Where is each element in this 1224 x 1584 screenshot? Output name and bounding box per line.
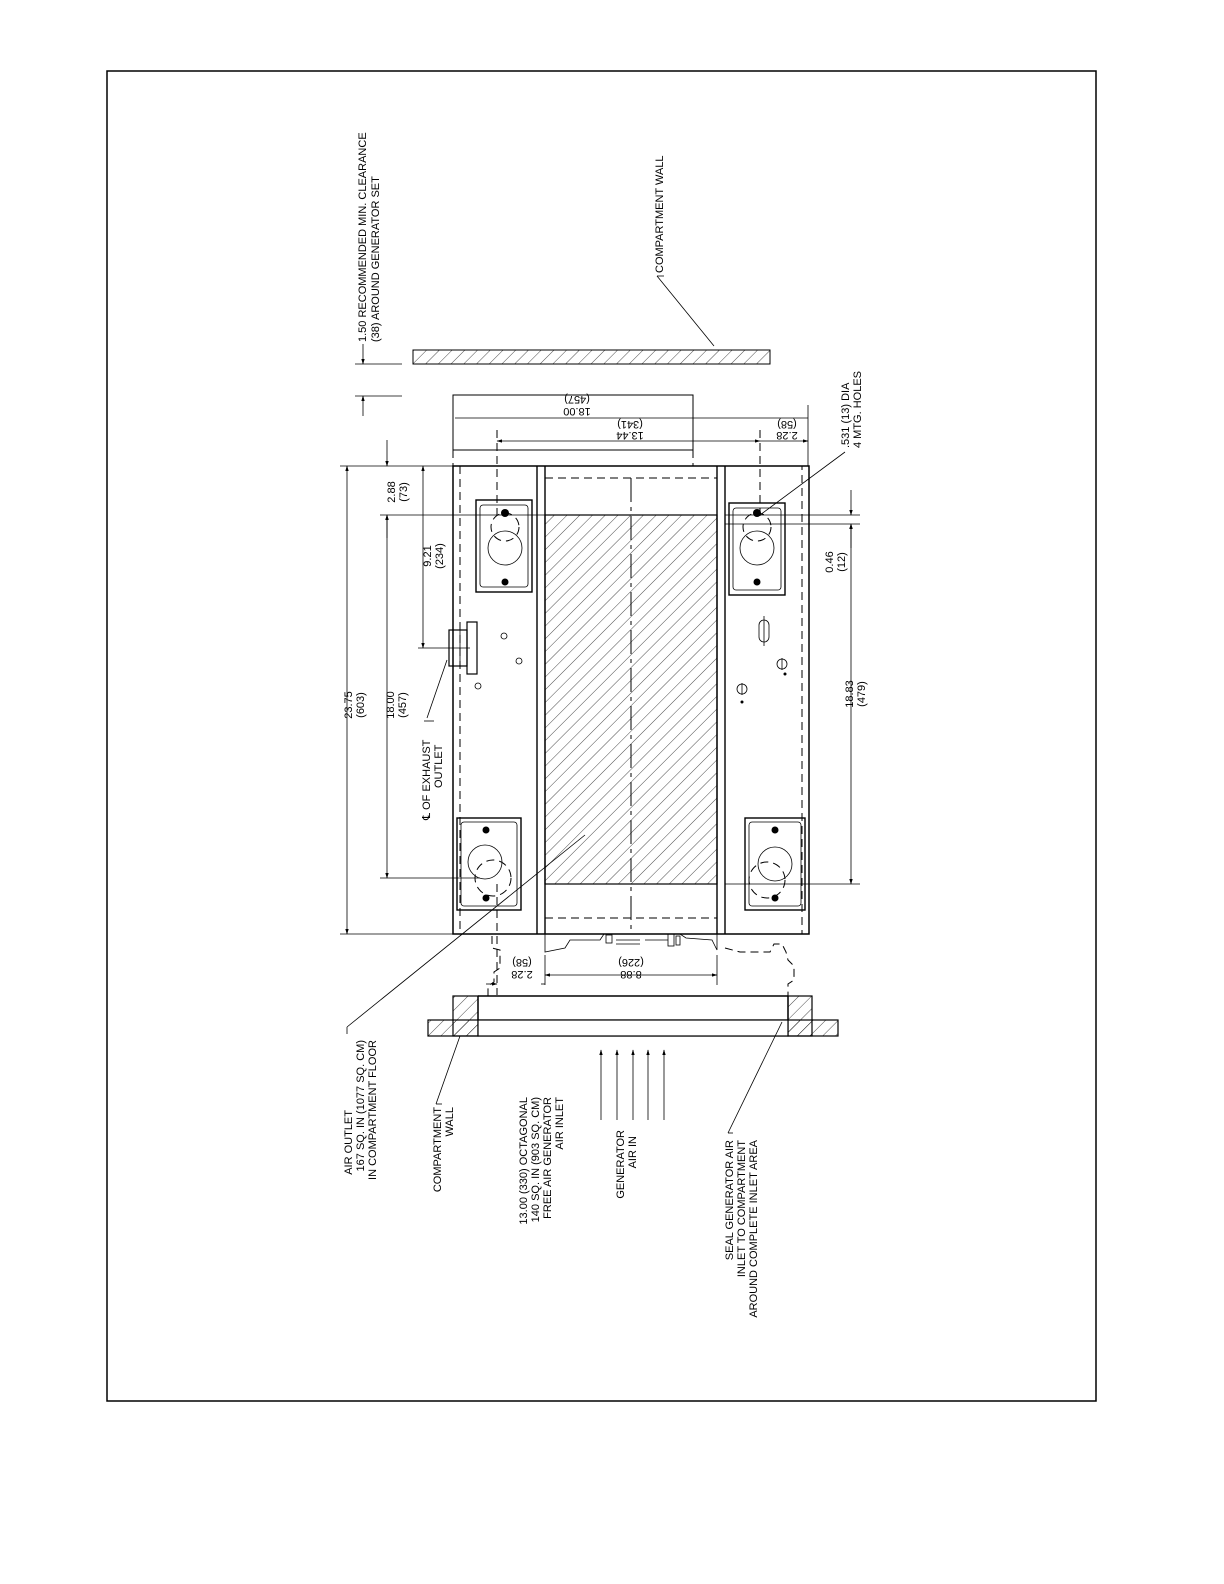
clearance-dimension	[355, 344, 402, 416]
dim-046-in: 0.46	[824, 551, 836, 572]
dim-1883-mm: (479)	[856, 681, 868, 707]
bottom-dimensions	[486, 884, 718, 995]
clearance-line2: (38) AROUND GENERATOR SET	[370, 176, 382, 342]
bottom-profile	[487, 933, 795, 996]
dim-2375-in: 23.75	[343, 691, 355, 719]
air-outlet-line3: IN COMPARTMENT FLOOR	[367, 1040, 379, 1180]
leaders	[346, 451, 846, 1134]
octagonal-line1: 13.00 (330) OCTAGONAL	[518, 1097, 530, 1225]
generator-air-in-line2: AIR IN	[627, 1136, 639, 1168]
mounting-holes-line1: .531 (13) DIA	[840, 382, 852, 448]
octagonal-line2: 140 SQ. IN (903 SQ. CM)	[530, 1097, 542, 1222]
compartment-wall-bottom	[427, 995, 839, 1037]
top-dim-13: (341) 13.44	[616, 418, 644, 441]
seal-line3: AROUND COMPLETE INLET AREA	[748, 1139, 760, 1317]
mounting-holes-line2: 4 MTG. HOLES	[852, 371, 864, 448]
dim-18-mm: (457)	[564, 393, 590, 405]
left-dim-1800: 18.00 (457)	[385, 691, 409, 719]
seal-line2: INLET TO COMPARTMENT	[736, 1140, 748, 1277]
dim-13-mm: (341)	[617, 418, 643, 430]
top-dim-228: (58) 2.28	[776, 418, 797, 441]
dim-18-in: 18.00	[563, 405, 591, 417]
dim-b228-mm: (58)	[512, 956, 532, 968]
compartment-wall-bottom-line2: WALL	[444, 1107, 456, 1137]
mounting-foot-bottom-right	[744, 817, 806, 911]
dim-288-in: 2.88	[386, 481, 398, 502]
exhaust-line2: OUTLET	[433, 744, 445, 788]
right-dim-046: 0.46 (12)	[824, 551, 848, 572]
dim-1800-in: 18.00	[385, 691, 397, 719]
left-dimensions	[340, 440, 545, 935]
octagonal-line3: FREE AIR GENERATOR	[542, 1097, 554, 1219]
compartment-wall-top-label: COMPARTMENT WALL	[654, 155, 666, 273]
seal-label: SEAL GENERATOR AIR INLET TO COMPARTMENT …	[724, 1139, 760, 1317]
air-outlet-label: AIR OUTLET 167 SQ. IN (1077 SQ. CM) IN C…	[343, 1040, 379, 1180]
generator-air-in-line1: GENERATOR	[615, 1130, 627, 1199]
air-inflow-arrows	[599, 1049, 666, 1120]
compartment-wall-top	[412, 275, 771, 365]
dim-1800-mm: (457)	[397, 692, 409, 718]
dim-046-mm: (12)	[836, 552, 848, 572]
clearance-line1: 1.50 RECOMMENDED MIN. CLEARANCE	[357, 132, 369, 342]
left-dim-921: 9.21 (234)	[422, 543, 446, 569]
compartment-wall-bottom-line1: COMPARTMENT	[432, 1107, 444, 1192]
mounting-foot-top-right	[728, 502, 786, 596]
top-dim-18: (457) 18.00	[563, 393, 591, 417]
exhaust-line1: ℄ OF EXHAUST	[421, 739, 433, 821]
octagonal-line4: AIR INLET	[554, 1097, 566, 1150]
bottom-dim-228: (58) 2.28	[511, 956, 532, 980]
right-dim-1883: 18.83 (479)	[844, 680, 868, 708]
dim-228-in: 2.28	[776, 429, 797, 441]
dim-1883-in: 18.83	[844, 680, 856, 708]
clearance-label: 1.50 RECOMMENDED MIN. CLEARANCE (38) ARO…	[357, 132, 382, 342]
mounting-foot-top-left	[475, 499, 533, 593]
top-dimensions	[452, 394, 809, 520]
dim-288-mm: (73)	[398, 482, 410, 502]
dim-921-in: 9.21	[422, 545, 434, 566]
seal-line1: SEAL GENERATOR AIR	[724, 1140, 736, 1260]
dim-b228-in: 2.28	[511, 968, 532, 980]
mounting-foot-bottom-left	[456, 817, 522, 911]
dim-888-mm: (226)	[618, 956, 644, 968]
dim-228-mm: (58)	[777, 418, 797, 430]
bottom-dim-888: (226) 8.88	[618, 956, 644, 980]
generator-air-in-label: GENERATOR AIR IN	[615, 1130, 639, 1199]
page-frame	[106, 70, 1097, 1402]
air-outlet-line2: 167 SQ. IN (1077 SQ. CM)	[355, 1040, 367, 1171]
compartment-wall-bottom-label: COMPARTMENT WALL	[432, 1107, 456, 1192]
right-dimensions	[725, 490, 860, 885]
dim-921-mm: (234)	[434, 543, 446, 569]
right-side-features	[736, 616, 788, 704]
octagonal-label: 13.00 (330) OCTAGONAL 140 SQ. IN (903 SQ…	[518, 1097, 566, 1225]
air-outlet-line1: AIR OUTLET	[343, 1110, 355, 1175]
mounting-holes-label: .531 (13) DIA 4 MTG. HOLES	[840, 371, 864, 448]
dim-888-in: 8.88	[620, 968, 641, 980]
left-dim-2375: 23.75 (603)	[343, 691, 367, 719]
dim-2375-mm: (603)	[355, 692, 367, 718]
left-dim-288: 2.88 (73)	[386, 481, 410, 502]
dim-13-in: 13.44	[616, 429, 644, 441]
exhaust-label: ℄ OF EXHAUST OUTLET	[421, 739, 445, 821]
